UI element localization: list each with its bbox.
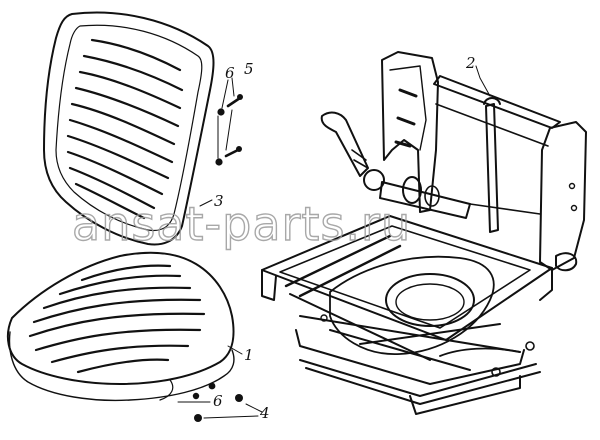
- backrest-stitching: [66, 38, 184, 220]
- callout-six-top: 6: [225, 64, 235, 82]
- watermark-text: ansat-parts.ru: [72, 197, 411, 251]
- callout-four: 4: [259, 404, 270, 422]
- leader-three: [199, 199, 213, 207]
- leader-two: [475, 65, 491, 97]
- seat-cushion: [6, 251, 235, 402]
- leader-one: [227, 345, 243, 355]
- seat-frame: [261, 51, 587, 415]
- callout-six-bottom: 6: [213, 392, 223, 410]
- callout-two: 2: [465, 54, 476, 72]
- seat-stitching: [28, 264, 206, 374]
- fasteners-top: [215, 77, 243, 166]
- fasteners-bottom: [177, 382, 263, 422]
- callout-one: 1: [244, 346, 254, 364]
- callout-three: 3: [214, 192, 224, 210]
- backrest-cushion: [43, 11, 215, 246]
- callout-five: 5: [244, 60, 254, 78]
